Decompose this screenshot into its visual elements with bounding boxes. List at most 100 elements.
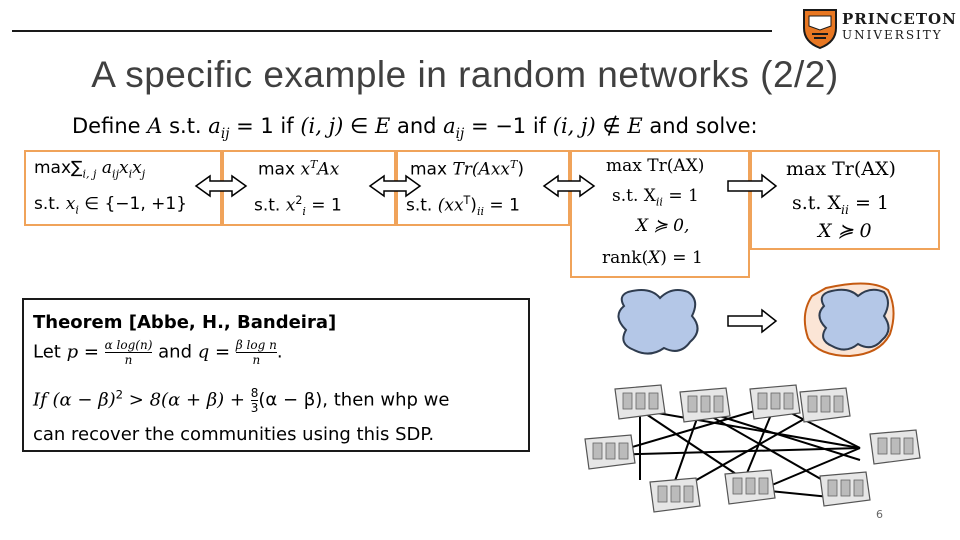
intro-line: Define A s.t. aij = 1 if (i, j) ∈ E and … bbox=[72, 114, 758, 142]
computer-icon bbox=[584, 434, 636, 470]
computer-icon bbox=[614, 384, 666, 420]
right-arrow-icon bbox=[727, 308, 778, 334]
computer-icon bbox=[724, 469, 776, 505]
box2-text: x bbox=[300, 159, 311, 180]
box1-text: i bbox=[75, 203, 79, 217]
theorem-heading: Theorem [Abbe, H., Bandeira] bbox=[33, 312, 337, 333]
box3-objective: max Tr(AxxT) bbox=[410, 158, 524, 180]
intro-math: a bbox=[208, 114, 221, 138]
theorem-last-line: can recover the communities using this S… bbox=[33, 424, 435, 445]
page-number: 6 bbox=[876, 508, 883, 521]
theorem-text: > 8(α + β) + bbox=[123, 389, 251, 411]
box1-text: a bbox=[96, 158, 113, 178]
box1-text: x bbox=[132, 158, 142, 178]
box1-constraint: s.t. xi ∈ {−1, +1} bbox=[34, 194, 187, 216]
convex-hull-shape bbox=[803, 282, 895, 358]
box3-text: ) bbox=[470, 195, 477, 216]
princeton-shield-icon bbox=[803, 9, 837, 50]
box5-psd: X ≽ 0 bbox=[818, 220, 872, 242]
box3-text: T bbox=[463, 194, 471, 207]
intro-text: ∉ bbox=[595, 114, 628, 138]
intro-text: = 1 if bbox=[229, 114, 301, 138]
box2-text: Ax bbox=[317, 159, 340, 180]
computer-icon bbox=[819, 471, 871, 507]
formulation-box-1: max∑i, j aijxixj s.t. xi ∈ {−1, +1} bbox=[24, 150, 222, 226]
box4-constraint: s.t. Xii = 1 bbox=[612, 186, 699, 208]
computer-icon bbox=[679, 387, 731, 423]
theorem-box: Theorem [Abbe, H., Bandeira] Let p = α l… bbox=[22, 298, 530, 452]
box3-text: max bbox=[410, 159, 453, 180]
box5-constraint: s.t. Xii = 1 bbox=[792, 192, 889, 217]
intro-math: (i, j) bbox=[300, 114, 344, 138]
intro-math: a bbox=[443, 114, 456, 138]
intro-text: and bbox=[390, 114, 444, 138]
intro-text: ∈ bbox=[343, 114, 375, 138]
computer-icon bbox=[649, 477, 701, 513]
box2-text: 2 bbox=[295, 194, 303, 207]
box1-text: x bbox=[65, 194, 76, 214]
box1-text: s.t. bbox=[34, 194, 66, 214]
box4-text: ii bbox=[655, 195, 663, 209]
box5-text: s.t. X bbox=[792, 192, 842, 214]
box2-text: i bbox=[302, 205, 306, 219]
box2-objective: max xTAx bbox=[258, 158, 339, 180]
box2-constraint: s.t. x2i = 1 bbox=[254, 194, 342, 218]
intro-text: and solve: bbox=[642, 114, 758, 138]
theorem-text: q bbox=[197, 341, 210, 363]
logo-line1: PRINCETON bbox=[842, 10, 957, 28]
intro-math: A bbox=[147, 114, 163, 138]
logo-line2: UNIVERSITY bbox=[842, 28, 943, 42]
box2-text: T bbox=[310, 158, 318, 171]
intro-math: ij bbox=[220, 126, 230, 143]
formulation-box-4: max Tr(AX) s.t. Xii = 1 X ≽ 0, rank(X) =… bbox=[570, 150, 750, 278]
box4-objective: max Tr(AX) bbox=[606, 156, 705, 176]
intro-math: (i, j) bbox=[552, 114, 596, 138]
intro-math: ij bbox=[455, 126, 465, 143]
p-denominator: n bbox=[124, 353, 133, 367]
p-numerator: α log(n) bbox=[104, 338, 153, 353]
box3-text: T bbox=[510, 158, 518, 171]
box3-text: (xx bbox=[437, 195, 464, 216]
box3-text: ) bbox=[517, 159, 525, 180]
box2-text: x bbox=[285, 195, 296, 216]
theorem-text: p bbox=[66, 341, 79, 363]
fraction-denominator: 3 bbox=[250, 401, 259, 415]
intro-text: Define bbox=[72, 114, 148, 138]
box3-text: = 1 bbox=[484, 195, 520, 216]
feasible-set-blob bbox=[617, 289, 699, 355]
theorem-text: = bbox=[78, 341, 105, 363]
box2-text: = 1 bbox=[305, 195, 342, 216]
box1-text: ij bbox=[112, 167, 119, 181]
network-edges bbox=[604, 404, 861, 501]
box1-text: max∑ bbox=[34, 158, 83, 178]
box4-rank: rank(X) = 1 bbox=[602, 248, 703, 268]
top-rule bbox=[12, 30, 772, 32]
computer-icon bbox=[869, 429, 921, 465]
intro-text: s.t. bbox=[162, 114, 209, 138]
box5-text: = 1 bbox=[848, 192, 890, 214]
box3-text: s.t. bbox=[406, 195, 438, 216]
computer-icon bbox=[749, 384, 801, 420]
intro-math: E bbox=[374, 114, 391, 138]
box1-objective: max∑i, j aijxixj bbox=[34, 158, 145, 180]
formulation-box-3: max Tr(AxxT) s.t. (xxT)ii = 1 bbox=[396, 150, 570, 226]
formulation-box-5: max Tr(AX) s.t. Xii = 1 X ≽ 0 bbox=[750, 150, 940, 250]
box4-text: ) = 1 bbox=[660, 248, 703, 268]
box1-text: i, j bbox=[82, 167, 97, 181]
box4-text: = 1 bbox=[662, 186, 699, 206]
box1-text: x bbox=[119, 158, 129, 178]
box3-text: ii bbox=[476, 205, 485, 219]
box1-text: j bbox=[141, 167, 146, 181]
slide-title: A specific example in random networks (2… bbox=[91, 54, 839, 95]
feasible-set-blob bbox=[818, 288, 890, 351]
theorem-text: . bbox=[276, 341, 283, 363]
box1-text: ∈ {−1, +1} bbox=[78, 194, 188, 214]
theorem-text: = bbox=[209, 341, 236, 363]
p-fraction: α log(n)n bbox=[104, 338, 153, 367]
box5-objective: max Tr(AX) bbox=[786, 158, 896, 180]
intro-math: E bbox=[627, 114, 643, 138]
theorem-text: Let bbox=[33, 341, 67, 363]
